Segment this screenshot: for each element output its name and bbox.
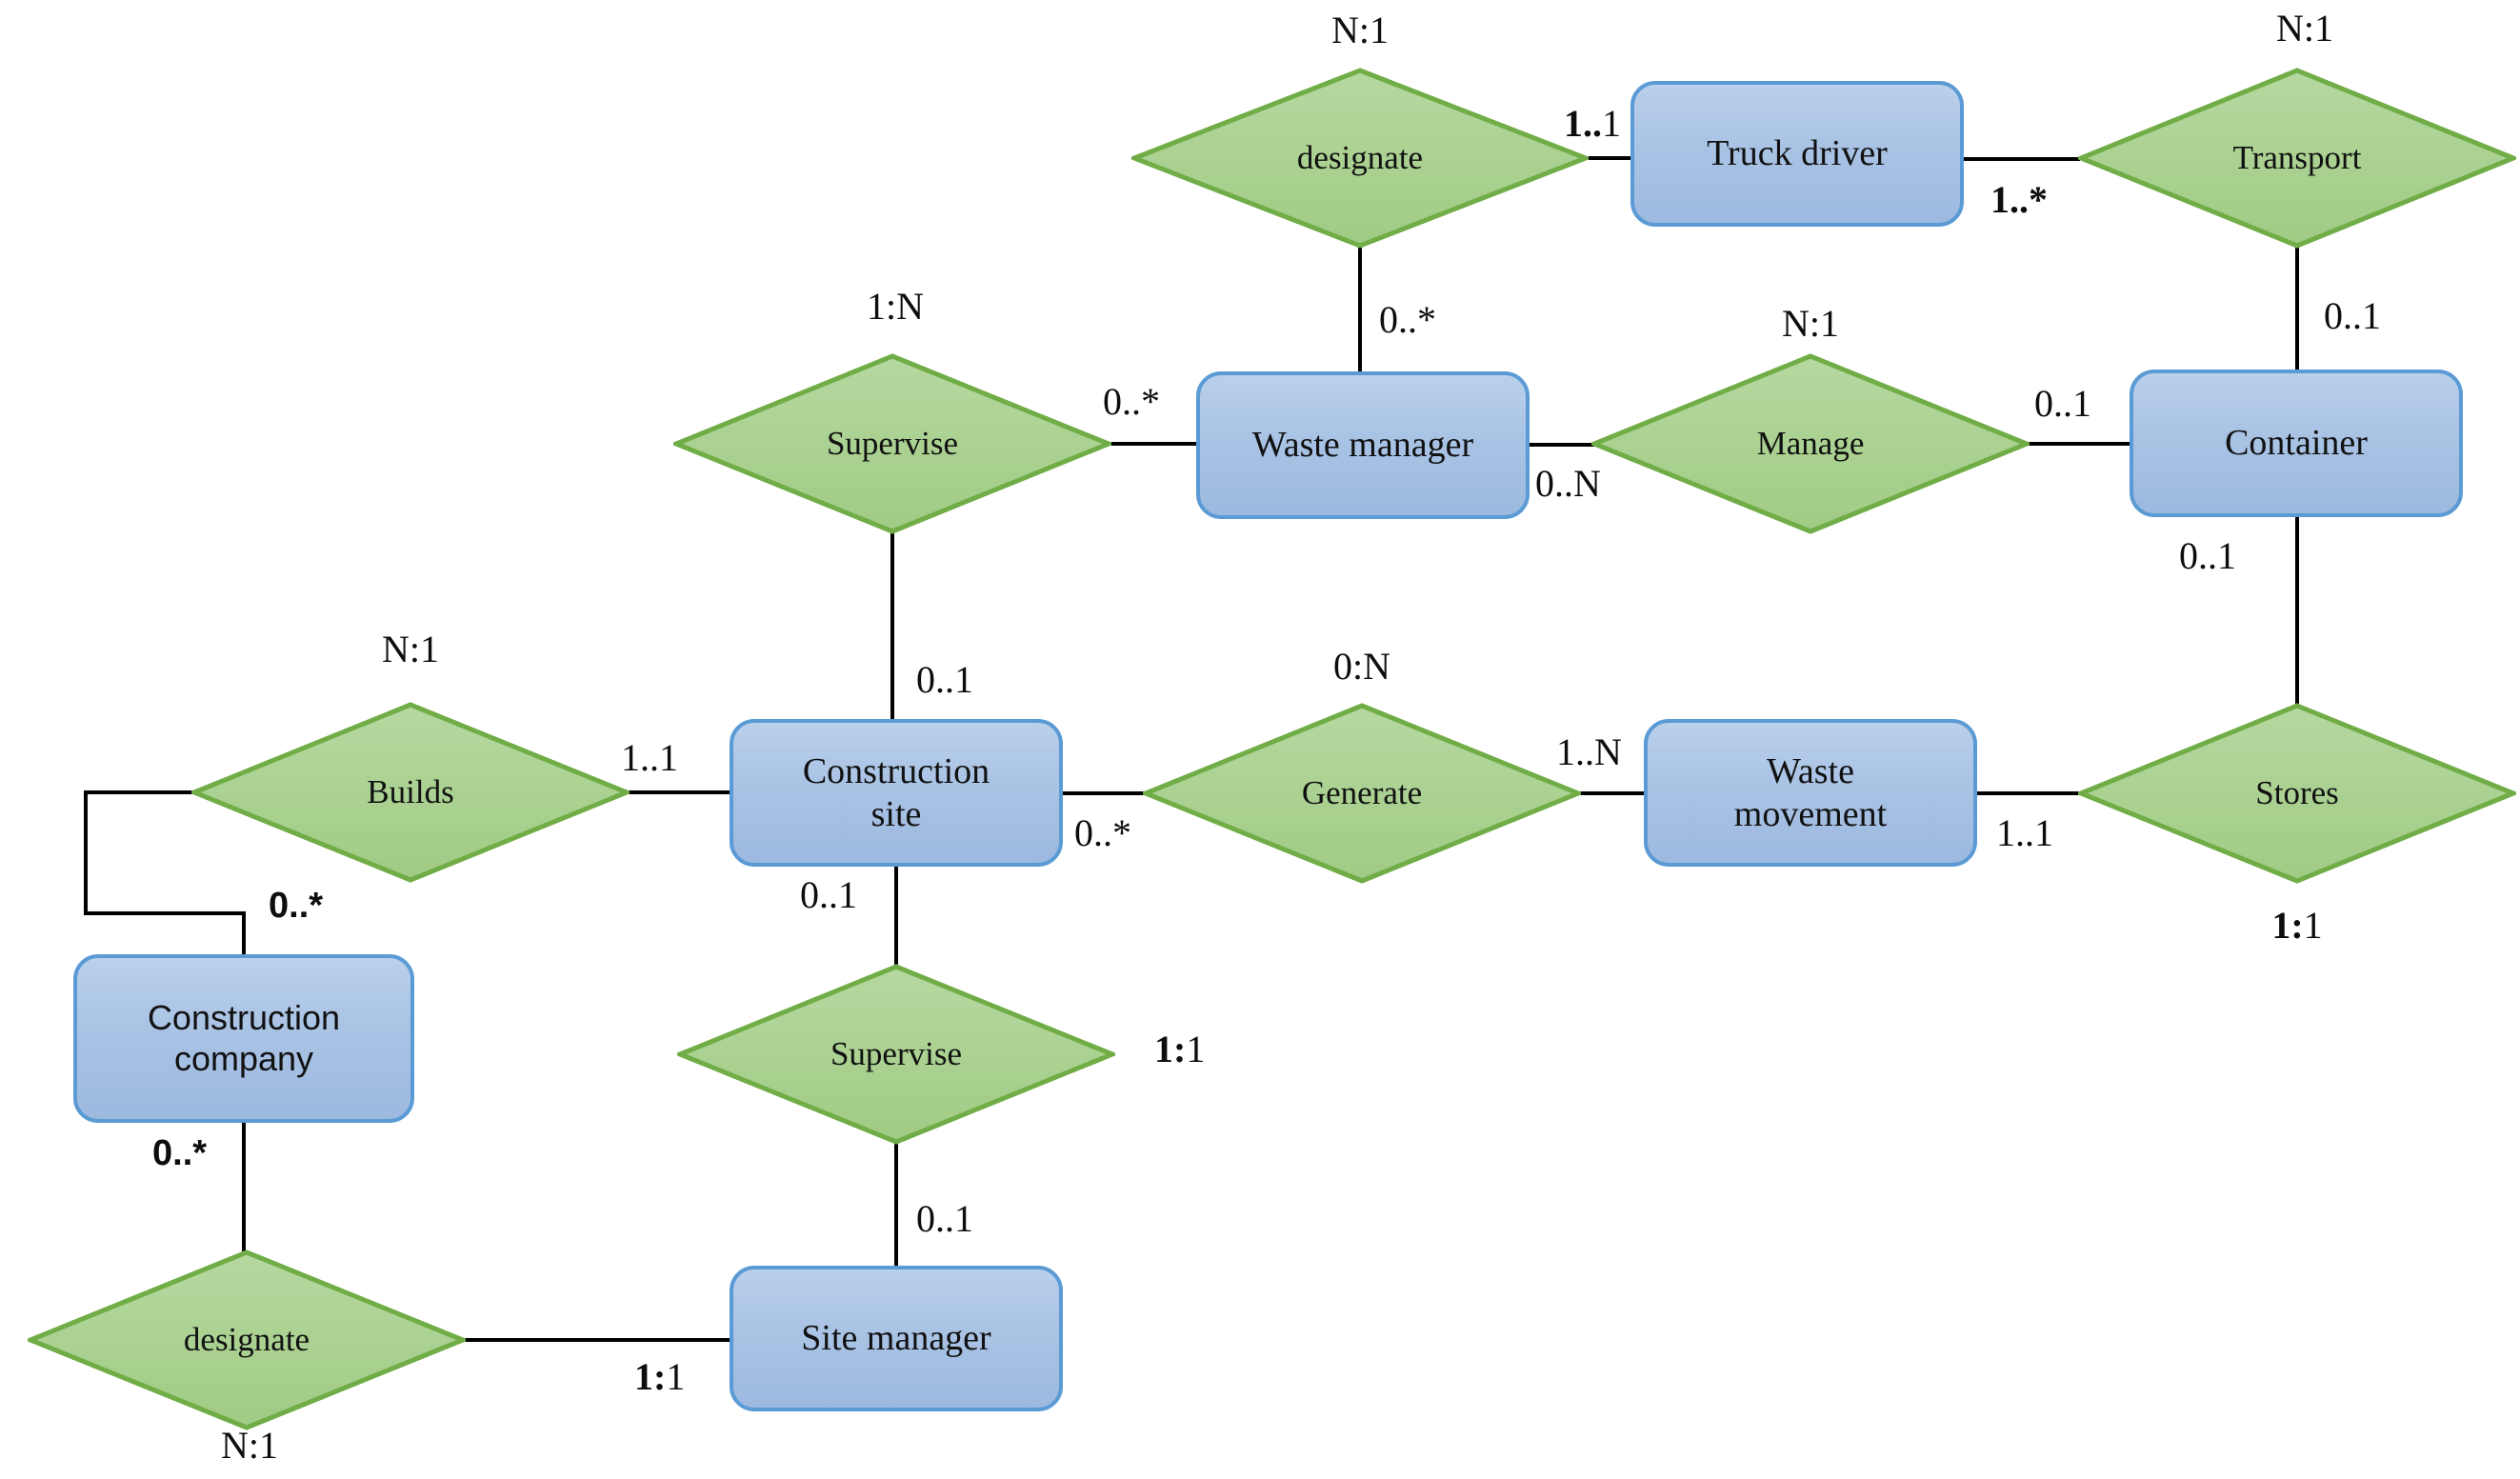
entity-site-manager: Site manager xyxy=(730,1266,1063,1411)
cardinality-manage-container: 0..1 xyxy=(2034,382,2091,425)
entity-waste-manager: Waste manager xyxy=(1196,371,1530,519)
relationship-stores-label: Stores xyxy=(2255,774,2339,811)
diamond-shape xyxy=(2078,703,2516,884)
cardinality-truckdriver-transport: 1..* xyxy=(1990,178,2048,221)
diamond-shape xyxy=(673,353,1111,534)
ratio-supervise-bottom: 1:1 xyxy=(1154,1028,1206,1070)
entity-truck-driver: Truck driver xyxy=(1630,81,1964,227)
cardinality-designate-truckdriver: 1..1 xyxy=(1564,102,1621,145)
ratio-transport: N:1 xyxy=(2276,7,2333,50)
entity-waste-movement-label: Waste movement xyxy=(1733,750,1888,834)
diamond-shape xyxy=(2078,68,2516,249)
cardinality-wastemovement-stores: 1..1 xyxy=(1996,811,2053,854)
cardinality-generate-wastemovement: 1..N xyxy=(1556,730,1622,773)
connector-generate-wastemovement xyxy=(1579,791,1646,795)
diamond-shape xyxy=(1591,353,2030,534)
connector-designate-truckdriver xyxy=(1589,156,1644,160)
relationship-transport: Transport xyxy=(2078,68,2516,249)
relationship-designate-top: designate xyxy=(1131,68,1589,249)
ratio-builds: N:1 xyxy=(382,628,439,670)
entity-site-manager-label: Site manager xyxy=(801,1318,991,1359)
entity-container: Container xyxy=(2130,370,2463,517)
cardinality-builds-constructionsite: 1..1 xyxy=(621,736,678,779)
connector-constructionsite-supervise2 xyxy=(894,865,898,966)
ratio-generate: 0:N xyxy=(1333,645,1390,688)
connector-wastemovement-stores xyxy=(1977,791,2080,795)
relationship-stores: Stores xyxy=(2078,703,2516,884)
connector-truckdriver-transport xyxy=(1962,157,2080,161)
connector-builds-elbow-h1 xyxy=(84,790,193,794)
connector-wastemanager-manage xyxy=(1530,443,1594,447)
relationship-designate-bottom: designate xyxy=(28,1249,466,1430)
cardinality-constructionsite-supervise2: 0..1 xyxy=(800,873,857,916)
connector-designate2-sitemanager xyxy=(464,1338,731,1342)
entity-truck-driver-label: Truck driver xyxy=(1707,133,1888,174)
relationship-supervise-bottom-label: Supervise xyxy=(830,1035,963,1072)
ratio-designate-top: N:1 xyxy=(1331,9,1389,51)
ratio-manage: N:1 xyxy=(1782,302,1839,345)
connector-supervise-constructionsite xyxy=(890,532,894,721)
entity-construction-company-label: Construction company xyxy=(147,998,341,1078)
cardinality-constructionsite-generate: 0..* xyxy=(1074,811,1131,854)
cardinality-container-stores: 0..1 xyxy=(2179,534,2236,577)
cardinality-builds-company: 0..* xyxy=(269,886,324,926)
connector-company-designate2 xyxy=(242,1121,246,1251)
entity-container-label: Container xyxy=(2225,423,2368,464)
diamond-shape xyxy=(191,702,630,883)
relationship-builds: Builds xyxy=(191,702,630,883)
connector-manage-container xyxy=(2028,442,2132,446)
connector-container-stores xyxy=(2295,517,2299,705)
entity-waste-manager-label: Waste manager xyxy=(1251,425,1474,466)
connector-supervise2-sitemanager xyxy=(894,1143,898,1268)
entity-construction-site-label: Construction site xyxy=(802,750,990,834)
entity-construction-site: Construction site xyxy=(730,719,1063,867)
relationship-designate-top-label: designate xyxy=(1296,139,1424,176)
relationship-manage-label: Manage xyxy=(1756,425,1865,462)
cardinality-designate2-sitemanager: 1:1 xyxy=(634,1355,686,1398)
cardinality-supervise-wastemanager: 0..* xyxy=(1103,380,1160,423)
cardinality-wastemanager-manage: 0..N xyxy=(1535,462,1601,505)
entity-waste-movement: Waste movement xyxy=(1644,719,1977,867)
relationship-supervise-top-label: Supervise xyxy=(826,425,959,462)
relationship-manage: Manage xyxy=(1591,353,2030,534)
connector-builds-elbow-v1 xyxy=(84,790,88,915)
ratio-designate-bottom: N:1 xyxy=(221,1424,278,1467)
diamond-shape xyxy=(28,1249,466,1430)
relationship-builds-label: Builds xyxy=(367,773,454,810)
connector-supervise-wastemanager xyxy=(1111,442,1199,446)
connector-builds-elbow-h2 xyxy=(84,911,246,915)
diamond-shape xyxy=(677,964,1115,1145)
relationship-supervise-bottom: Supervise xyxy=(677,964,1115,1145)
relationship-designate-bottom-label: designate xyxy=(183,1321,310,1358)
cardinality-designate-wastemanager: 0..* xyxy=(1379,298,1436,341)
relationship-generate-label: Generate xyxy=(1301,774,1423,811)
cardinality-company-designate2: 0..* xyxy=(152,1133,208,1173)
connector-transport-container xyxy=(2295,247,2299,371)
connector-builds-elbow-v2 xyxy=(242,911,246,957)
connector-constructionsite-generate xyxy=(1063,791,1145,795)
relationship-generate: Generate xyxy=(1143,703,1581,884)
diamond-shape xyxy=(1143,703,1581,884)
connector-designate-wastemanager xyxy=(1358,247,1362,373)
cardinality-supervise2-sitemanager: 0..1 xyxy=(916,1197,973,1240)
cardinality-transport-container: 0..1 xyxy=(2324,294,2381,337)
ratio-supervise-top: 1:N xyxy=(867,285,924,328)
ratio-stores: 1:1 xyxy=(2271,904,2323,947)
entity-construction-company: Construction company xyxy=(73,954,414,1123)
relationship-transport-label: Transport xyxy=(2232,139,2362,176)
cardinality-supervise-constructionsite: 0..1 xyxy=(916,658,973,701)
diamond-shape xyxy=(1131,68,1589,249)
relationship-supervise-top: Supervise xyxy=(673,353,1111,534)
connector-builds-constructionsite xyxy=(628,790,732,794)
